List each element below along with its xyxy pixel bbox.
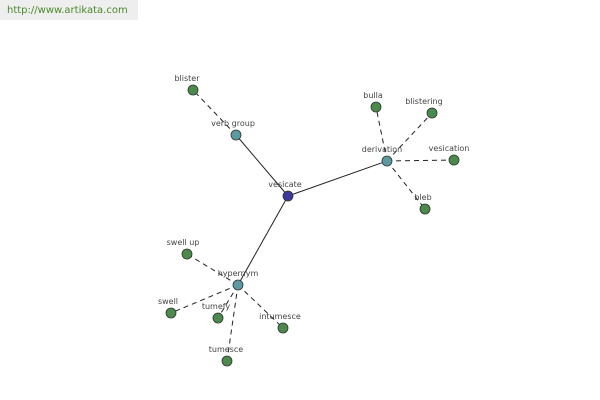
- edge-hypernym-tumefy: [217, 284, 239, 319]
- word-node-swell-up-label: swell up: [167, 238, 200, 247]
- word-node-bulla[interactable]: [370, 101, 382, 113]
- graph-nodes: [165, 84, 460, 367]
- word-node-tumesce[interactable]: [221, 355, 233, 367]
- word-node-swell-up[interactable]: [181, 248, 193, 260]
- edge-derivation-blistering: [386, 112, 433, 162]
- relation-node-verb-group[interactable]: [230, 129, 242, 141]
- word-node-intumesce-label: intumesce: [259, 312, 301, 321]
- word-node-vesication[interactable]: [448, 154, 460, 166]
- word-node-intumesce[interactable]: [277, 322, 289, 334]
- word-node-bleb[interactable]: [419, 203, 431, 215]
- word-node-blister-label: blister: [174, 74, 200, 83]
- word-node-vesication-label: vesication: [429, 144, 470, 153]
- word-node-blistering-label: blistering: [405, 97, 442, 106]
- edge-derivation-vesication: [386, 159, 455, 162]
- center-node-vesicate[interactable]: [282, 190, 294, 202]
- edge-verb-group-blister: [192, 89, 237, 136]
- relation-node-verb-group-label: verb group: [211, 119, 255, 128]
- word-node-tumefy[interactable]: [212, 312, 224, 324]
- word-node-bleb-label: bleb: [414, 193, 431, 202]
- edge-hypernym-intumesce: [237, 284, 284, 329]
- edge-vesicate-hypernym: [237, 195, 289, 286]
- site-link[interactable]: http://www.artikata.com: [0, 0, 138, 20]
- relation-node-hypernym[interactable]: [232, 279, 244, 291]
- edge-derivation-bulla: [375, 106, 388, 162]
- edge-hypernym-swell-up: [186, 253, 239, 286]
- word-node-tumesce-label: tumesce: [209, 345, 243, 354]
- word-node-blister[interactable]: [187, 84, 199, 96]
- edge-derivation-bleb: [386, 160, 426, 210]
- relation-node-derivation[interactable]: [381, 155, 393, 167]
- word-node-tumefy-label: tumefy: [202, 302, 231, 311]
- center-node-vesicate-label: vesicate: [268, 180, 301, 189]
- edge-vesicate-verb-group: [235, 134, 289, 197]
- relation-node-derivation-label: derivation: [362, 145, 402, 154]
- word-node-swell[interactable]: [165, 307, 177, 319]
- relation-node-hypernym-label: hypernym: [218, 269, 259, 278]
- graph-edges: [170, 89, 455, 362]
- graph-labels: blister bulla blistering vesication bleb swel…: [158, 74, 469, 354]
- word-node-blistering[interactable]: [426, 107, 438, 119]
- word-node-bulla-label: bulla: [363, 91, 383, 100]
- edge-vesicate-derivation: [287, 160, 388, 197]
- word-node-swell-label: swell: [158, 297, 178, 306]
- edge-hypernym-tumesce: [226, 284, 239, 362]
- edge-hypernym-swell: [170, 284, 239, 314]
